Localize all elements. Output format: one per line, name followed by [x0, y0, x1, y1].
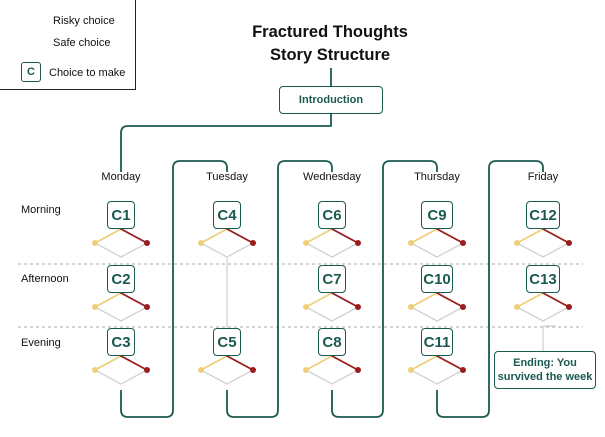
choice-branch-diamond: [408, 228, 466, 258]
tuesday-wednesday-link: [226, 160, 333, 418]
legend: Risky choice Safe choice C Choice to mak…: [0, 0, 136, 90]
choice-node-c2: C2: [107, 265, 135, 293]
choice-branch-diamond: [303, 292, 361, 322]
choice-node-c8: C8: [318, 328, 346, 356]
legend-safe-label: Safe choice: [53, 37, 111, 49]
choice-node-c10: C10: [421, 265, 453, 293]
choice-branch-diamond: [303, 355, 361, 385]
thursday-friday-link: [436, 160, 544, 418]
wednesday-thursday-link: [331, 160, 438, 418]
choice-node-c1: C1: [107, 201, 135, 229]
monday-tuesday-link: [120, 160, 228, 418]
legend-choice-label: Choice to make: [49, 67, 126, 79]
day-wednesday: Wednesday: [303, 171, 361, 183]
page-title-line2: Story Structure: [269, 46, 391, 64]
day-tuesday: Tuesday: [206, 171, 248, 183]
ending-line1: Ending: You: [513, 357, 577, 369]
choice-node-c9: C9: [421, 201, 453, 229]
choice-branch-diamond: [408, 355, 466, 385]
choice-branch-diamond: [408, 292, 466, 322]
intro-monday-link: [120, 114, 332, 172]
choice-branch-diamond: [514, 228, 572, 258]
choice-node-c12: C12: [526, 201, 560, 229]
legend-risky-label: Risky choice: [53, 15, 115, 27]
page-title-line1: Fractured Thoughts: [252, 23, 408, 41]
choice-node-c4: C4: [213, 201, 241, 229]
choice-branch-diamond: [198, 228, 256, 258]
ending-node: Ending: You survived the week: [494, 351, 596, 389]
choice-diamonds: [92, 228, 572, 385]
time-morning: Morning: [21, 204, 61, 216]
legend-choice-icon: C: [21, 62, 41, 82]
choice-branch-diamond: [303, 228, 361, 258]
choice-branch-diamond: [92, 292, 150, 322]
choice-node-c6: C6: [318, 201, 346, 229]
choice-branch-diamond: [198, 355, 256, 385]
choice-node-c3: C3: [107, 328, 135, 356]
choice-node-c13: C13: [526, 265, 560, 293]
choice-branch-diamond: [92, 355, 150, 385]
ending-line2: survived the week: [497, 371, 593, 383]
choice-branch-diamond: [514, 292, 572, 322]
time-afternoon: Afternoon: [21, 273, 69, 285]
choice-node-c5: C5: [213, 328, 241, 356]
choice-node-c11: C11: [421, 328, 453, 356]
choice-node-c7: C7: [318, 265, 346, 293]
introduction-node: Introduction: [279, 86, 383, 114]
time-evening: Evening: [21, 337, 61, 349]
day-thursday: Thursday: [414, 171, 460, 183]
day-monday: Monday: [101, 171, 141, 183]
day-friday: Friday: [527, 171, 559, 183]
choice-branch-diamond: [92, 228, 150, 258]
